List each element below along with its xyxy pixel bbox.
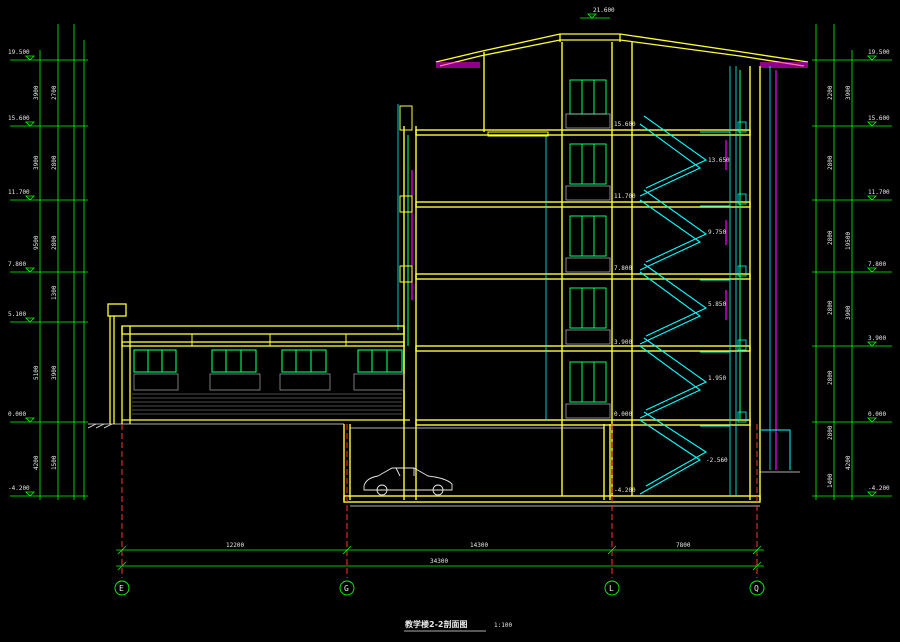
dim-span: 7800 bbox=[676, 542, 691, 549]
dim-label: 1300 bbox=[51, 285, 58, 300]
ridge-level-label: 21.600 bbox=[593, 7, 615, 14]
podium-windows bbox=[133, 349, 403, 373]
stair-level: 5.850 bbox=[708, 301, 726, 308]
dim-label: 1500 bbox=[51, 455, 58, 470]
left-dimension-texts: 3900 3900 9500 5100 4200 2700 2800 2800 … bbox=[33, 85, 58, 470]
left-level-scale bbox=[10, 24, 88, 500]
left-level-markers bbox=[25, 55, 35, 497]
axis-label-l: L bbox=[609, 584, 614, 593]
level-label: -4.200 bbox=[8, 485, 30, 492]
dim-label: 2800 bbox=[51, 235, 58, 250]
level-label: 7.800 bbox=[868, 261, 886, 268]
dim-label: 2800 bbox=[827, 370, 834, 385]
level-label: 15.600 bbox=[868, 115, 890, 122]
level-label: -4.200 bbox=[868, 485, 890, 492]
dim-total: 34300 bbox=[430, 558, 448, 565]
car-icon bbox=[363, 467, 453, 496]
ridge-level-marker bbox=[580, 13, 610, 19]
right-level-markers bbox=[867, 55, 877, 497]
right-level-labels: 19.500 15.600 11.700 7.800 3.900 0.000 -… bbox=[868, 49, 890, 492]
main-building-structure bbox=[343, 42, 761, 503]
podium-columns bbox=[191, 334, 347, 346]
floor-level: -4.200 bbox=[614, 487, 636, 494]
axis-lines bbox=[121, 424, 758, 578]
floor-level: 7.800 bbox=[614, 265, 632, 272]
dim-label: 19500 bbox=[845, 232, 852, 250]
axis-bubbles bbox=[114, 580, 765, 596]
drawing-scale: 1:100 bbox=[494, 622, 512, 629]
dim-label: 3900 bbox=[845, 85, 852, 100]
dim-span: 14300 bbox=[470, 542, 488, 549]
roof-eaves bbox=[436, 62, 808, 68]
dimension-lines bbox=[116, 545, 764, 571]
level-label: 3.900 bbox=[868, 335, 886, 342]
dim-label: 2700 bbox=[51, 85, 58, 100]
podium-railings bbox=[133, 373, 405, 391]
stair-flights bbox=[639, 115, 708, 495]
stair-level: 1.950 bbox=[708, 375, 726, 382]
axis-label-q: Q bbox=[754, 584, 759, 593]
left-wall-details bbox=[399, 105, 549, 283]
basement-stair bbox=[760, 429, 791, 470]
dim-label: 2800 bbox=[827, 155, 834, 170]
dim-label: 2800 bbox=[827, 300, 834, 315]
left-level-labels: 19.500 15.600 11.700 7.800 5.100 0.000 -… bbox=[8, 49, 30, 492]
level-label: 15.600 bbox=[8, 115, 30, 122]
stair-level: -2.560 bbox=[706, 457, 728, 464]
level-label: 19.500 bbox=[8, 49, 30, 56]
level-label: 7.800 bbox=[8, 261, 26, 268]
dimension-labels: 12200 14300 7800 34300 bbox=[226, 542, 691, 565]
right-dimension-texts: 3900 19500 3900 4200 2200 2800 2800 2800… bbox=[827, 85, 852, 488]
axis-label-g: G bbox=[344, 584, 349, 593]
dim-label: 3900 bbox=[33, 85, 40, 100]
dim-label: 2200 bbox=[827, 85, 834, 100]
dim-label: 2800 bbox=[51, 155, 58, 170]
axis-label-e: E bbox=[119, 584, 124, 593]
stair-level: 13.650 bbox=[708, 157, 730, 164]
axis-labels: E G L Q bbox=[119, 584, 759, 593]
floor-level-labels: 15.600 11.700 7.800 3.900 0.000 -4.200 bbox=[614, 121, 636, 494]
floor-level: 15.600 bbox=[614, 121, 636, 128]
core-windows bbox=[569, 79, 607, 403]
dim-label: 3900 bbox=[51, 365, 58, 380]
right-wall-details bbox=[737, 121, 747, 423]
stair-level-labels: 13.650 9.750 5.850 1.950 -2.560 bbox=[706, 157, 730, 464]
level-label: 11.700 bbox=[8, 189, 30, 196]
floor-level: 11.700 bbox=[614, 193, 636, 200]
level-label: 11.700 bbox=[868, 189, 890, 196]
podium-steps bbox=[132, 393, 402, 415]
drawing-title: 教学楼2-2剖面图 bbox=[404, 619, 467, 629]
level-label: 5.100 bbox=[8, 311, 26, 318]
dim-label: 4200 bbox=[33, 455, 40, 470]
stair-landings bbox=[700, 131, 730, 427]
floor-level: 0.000 bbox=[614, 411, 632, 418]
dim-label: 5100 bbox=[33, 365, 40, 380]
level-label: 19.500 bbox=[868, 49, 890, 56]
dim-label: 2800 bbox=[827, 425, 834, 440]
ground-line bbox=[87, 423, 800, 507]
core-railings bbox=[565, 113, 611, 419]
dim-label: 2800 bbox=[827, 230, 834, 245]
dim-span: 12200 bbox=[226, 542, 244, 549]
dim-label: 4200 bbox=[845, 455, 852, 470]
dim-label: 3900 bbox=[33, 155, 40, 170]
stair-level: 9.750 bbox=[708, 229, 726, 236]
dim-label: 3900 bbox=[845, 305, 852, 320]
inner-partitions bbox=[397, 66, 771, 496]
floor-level: 3.900 bbox=[614, 339, 632, 346]
level-label: 0.000 bbox=[868, 411, 886, 418]
roof bbox=[435, 33, 809, 67]
right-level-scale bbox=[812, 24, 892, 500]
dim-label: 1400 bbox=[827, 473, 834, 488]
green-wall-lines bbox=[407, 70, 741, 420]
level-label: 0.000 bbox=[8, 411, 26, 418]
dim-label: 9500 bbox=[33, 235, 40, 250]
